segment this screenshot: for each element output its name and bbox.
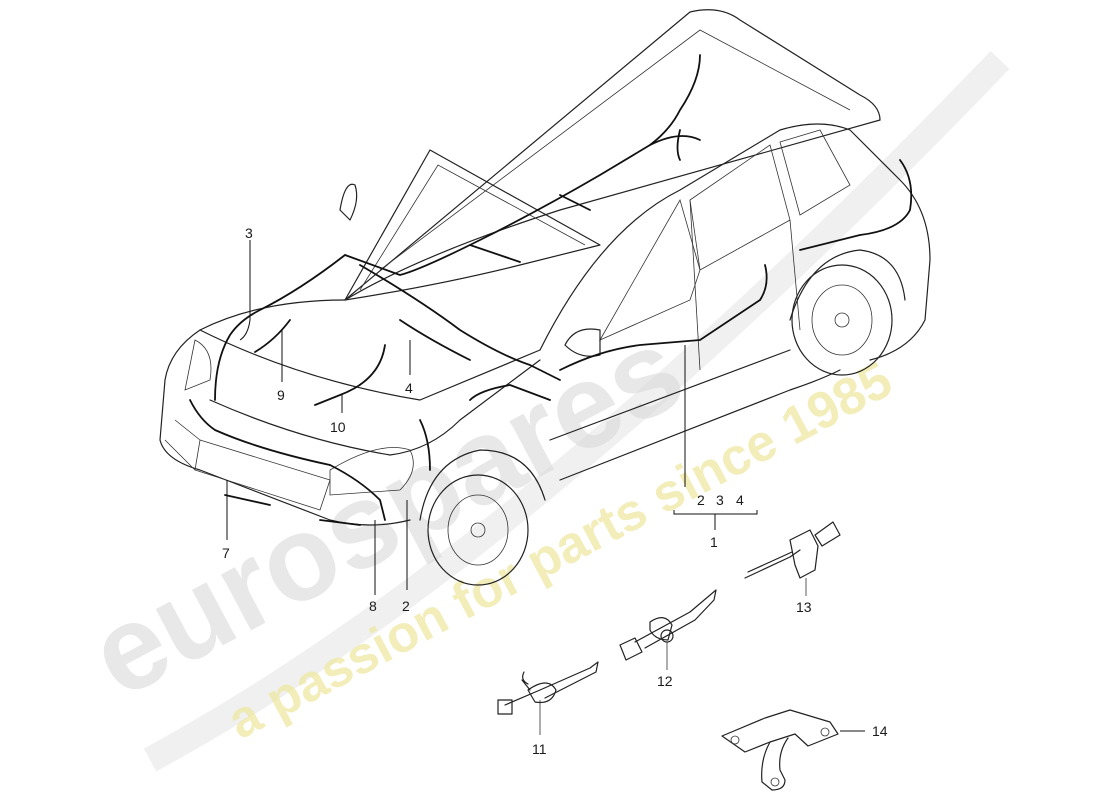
leader-lines [226,240,758,595]
callout-group-2: 2 [697,492,705,508]
wiring-harnesses [189,54,913,526]
callout-labels: 1 2 3 4 2 3 4 7 8 9 10 11 12 13 14 [222,225,888,757]
callout-1: 1 [710,534,718,550]
callout-14: 14 [872,723,888,739]
part-14-bracket [721,709,865,791]
callout-13: 13 [796,599,812,615]
callout-12: 12 [657,673,673,689]
watermark: eurospares a passion for parts since 198… [69,50,1010,772]
part-11-cable-tie-clip [497,661,599,735]
callout-group-4: 4 [736,492,744,508]
callout-group-3: 3 [716,492,724,508]
callout-9: 9 [277,387,285,403]
callout-3: 3 [245,225,253,241]
part-13-cable-tie-clip [744,521,841,596]
callout-10: 10 [330,419,346,435]
callout-11: 11 [532,741,547,757]
callout-2: 2 [402,598,410,614]
car-body [159,9,931,586]
callout-8: 8 [369,598,377,614]
part-12-cable-tie-clip [619,589,717,670]
callout-7: 7 [222,545,230,561]
callout-4: 4 [405,380,413,396]
watermark-logo-swoosh [143,50,1010,772]
